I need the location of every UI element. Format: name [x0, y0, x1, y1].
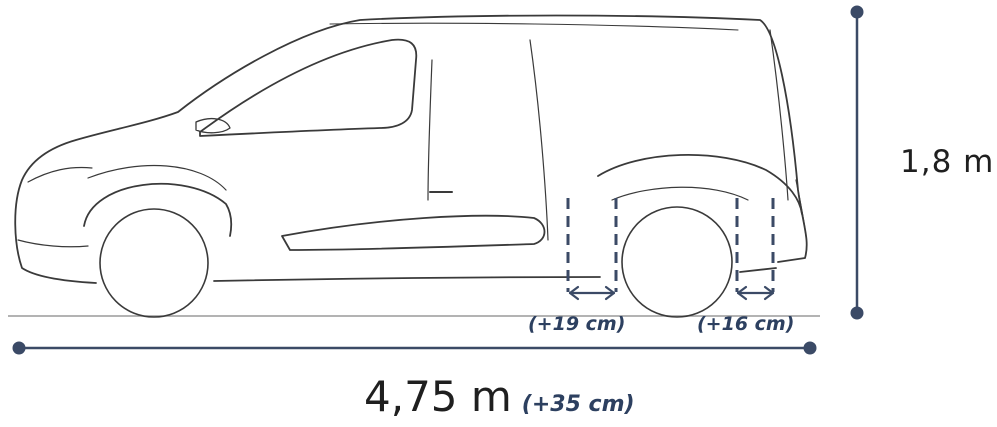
length-left-marker	[12, 341, 26, 355]
length-right-marker	[803, 341, 817, 355]
roof-highlight	[329, 22, 739, 31]
side-protection-strip	[281, 214, 546, 251]
front-fender-line	[87, 164, 227, 191]
headlight-line	[27, 166, 93, 183]
length-dimension	[12, 341, 817, 355]
tail-light-line	[795, 179, 807, 237]
side-mirror	[195, 117, 231, 134]
rear-wheel	[621, 206, 733, 318]
height-value: 1,8 m	[900, 144, 995, 180]
van-rear-bumper-bottom	[739, 267, 777, 273]
rear-arch-inner	[611, 186, 749, 201]
van-sketch	[14, 14, 808, 284]
van-body-outline	[14, 14, 808, 284]
height-top-marker	[850, 5, 864, 19]
rear-overhang-label: (+19 cm)	[528, 313, 626, 335]
height-dimension	[850, 5, 864, 320]
van-sill	[213, 276, 601, 282]
height-bottom-marker	[850, 306, 864, 320]
overhang-arrows	[568, 285, 775, 301]
length-label-group: 4,75 m (+35 cm)	[364, 372, 635, 421]
length-increase: (+35 cm)	[521, 392, 635, 417]
front-bumper-line	[17, 239, 89, 248]
sliding-door-line	[529, 39, 549, 241]
front-wheel-arch	[83, 183, 233, 237]
front-overhang-label: (+16 cm)	[697, 313, 795, 335]
rear-overhang-arrow	[568, 285, 616, 301]
side-window	[199, 38, 418, 137]
wheels	[99, 206, 733, 318]
rear-door-line	[769, 29, 789, 201]
b-pillar-line	[427, 59, 433, 201]
front-overhang-arrow	[736, 285, 775, 301]
overhang-guides	[566, 198, 775, 292]
rear-wheel-arch	[597, 154, 803, 215]
length-value: 4,75 m	[364, 372, 512, 421]
front-wheel	[99, 208, 209, 318]
